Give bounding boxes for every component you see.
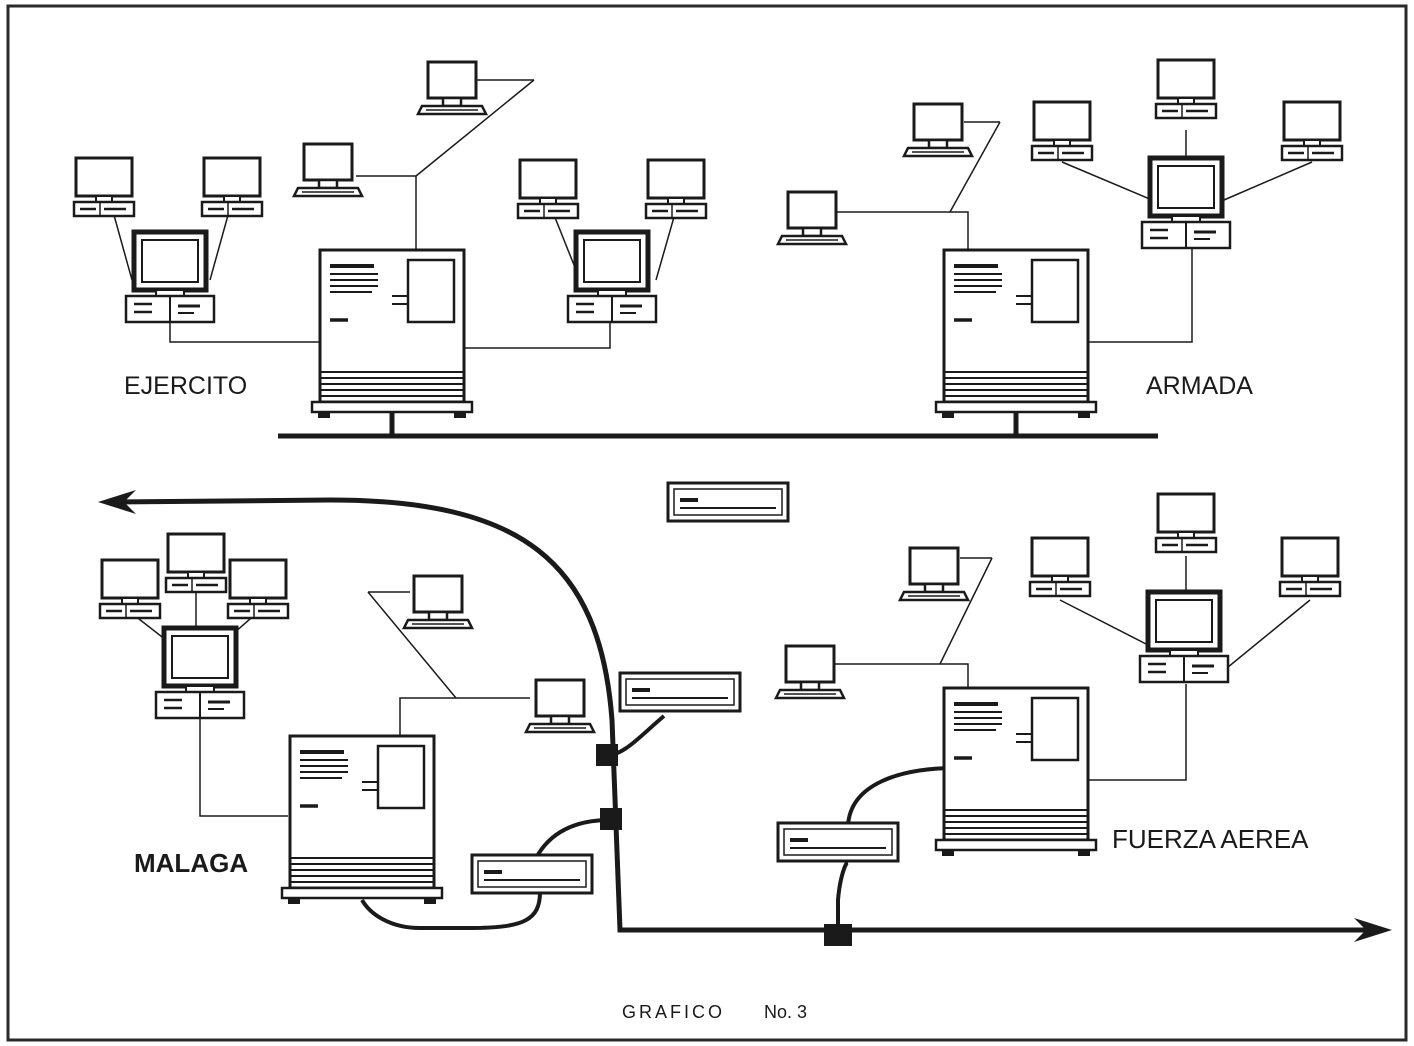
arrow-icon: [1354, 918, 1392, 942]
workstation-icon: [126, 232, 214, 322]
server-icon: [934, 248, 1098, 420]
terminal-icon: [226, 558, 290, 620]
terminal-icon: [164, 532, 228, 594]
terminal-icon: [1278, 536, 1342, 598]
terminal-icon: [200, 156, 264, 218]
terminal-icon: [524, 678, 596, 734]
terminal-icon: [516, 158, 580, 220]
connector-icon: [824, 924, 852, 946]
connector-icon: [596, 744, 618, 766]
workstation-icon: [568, 232, 656, 322]
terminal-icon: [292, 142, 364, 198]
modem-icon: [470, 853, 594, 895]
workstation-icon: [1142, 158, 1230, 248]
connector-icon: [600, 808, 622, 830]
label-armada: ARMADA: [1146, 372, 1253, 400]
terminal-icon: [774, 644, 846, 700]
modem-icon: [666, 481, 790, 523]
terminal-icon: [72, 156, 136, 218]
terminal-icon: [402, 574, 474, 630]
wan-line: [119, 497, 1380, 933]
workstation-icon: [1140, 592, 1228, 682]
terminal-icon: [1030, 100, 1094, 162]
label-fuerza-aerea: FUERZA AEREA: [1112, 824, 1309, 854]
label-ejercito: EJERCITO: [124, 372, 247, 400]
terminal-icon: [1028, 536, 1092, 598]
label-malaga: MALAGA: [134, 848, 248, 878]
fuerza-aerea-links: [834, 556, 1311, 781]
caption-number: No. 3: [764, 1002, 807, 1022]
terminal-icon: [1280, 100, 1344, 162]
terminal-icon: [644, 158, 708, 220]
arrow-icon: [98, 490, 136, 514]
terminal-icon: [898, 546, 970, 602]
armada-links: [836, 121, 1313, 343]
terminal-icon: [1154, 58, 1218, 120]
server-icon: [280, 734, 444, 906]
caption-grafico: GRAFICO: [622, 1002, 725, 1022]
terminal-icon: [902, 102, 974, 158]
workstation-icon: [156, 628, 244, 718]
page-frame: [6, 4, 1408, 1042]
terminal-icon: [98, 558, 162, 620]
modem-icon: [618, 671, 742, 713]
terminal-icon: [776, 190, 848, 246]
server-icon: [934, 686, 1098, 858]
server-icon: [310, 248, 474, 420]
terminal-icon: [1154, 492, 1218, 554]
modem-icon: [776, 821, 900, 863]
terminal-icon: [416, 60, 488, 116]
